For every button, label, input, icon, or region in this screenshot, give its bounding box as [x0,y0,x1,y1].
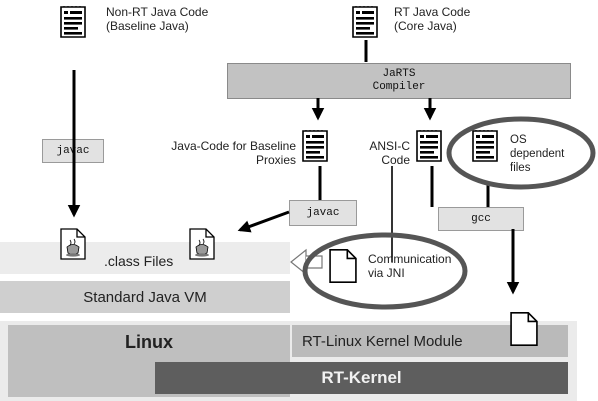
jni-highlight [302,232,468,310]
linux-label-area: Linux [8,325,290,359]
proxies-line1: Java-Code for Baseline [171,139,296,153]
standard-java-vm-band: Standard Java VM [0,281,290,313]
ansi-c-line2: Code [381,153,410,167]
non-rt-source-label: Non-RT Java Code (Baseline Java) [106,5,208,33]
gcc-box: gcc [438,207,524,231]
rt-subtitle: (Core Java) [394,19,457,33]
rt-linux-kernel-module-label: RT-Linux Kernel Module [302,332,463,350]
rt-kernel-label: RT-Kernel [321,368,402,387]
os-dependent-label: OS dependent files [510,133,564,175]
javac-mid-box: javac [289,200,357,226]
jni-label: Communication via JNI [368,252,451,280]
os-files-highlight [446,116,596,190]
compiler-label-line2: Compiler [372,81,426,93]
rt-kernel-band: RT-Kernel [155,362,568,394]
ansi-c-doc-icon [416,130,442,162]
rt-source-doc-icon [352,6,378,38]
class-file-icon-left [60,228,86,260]
proxies-label: Java-Code for Baseline Proxies [140,139,296,167]
arrow-proxies-to-class [237,210,290,233]
non-rt-title: Non-RT Java Code [106,5,209,19]
rt-source-label: RT Java Code (Core Java) [394,5,470,33]
jarts-compiler-box: JaRTS Compiler [227,63,571,99]
standard-java-vm-label: Standard Java VM [83,288,207,306]
class-file-icon-right [189,228,215,260]
os-line3: files [510,162,531,174]
gcc-label: gcc [471,213,491,225]
ansi-c-line1: ANSI-C [369,139,410,153]
non-rt-subtitle: (Baseline Java) [106,19,189,33]
jni-line1: Communication [368,252,452,266]
class-files-label: .class Files [104,253,174,269]
jni-line2: via JNI [368,266,405,280]
javac-mid-label: javac [306,207,340,219]
rt-title: RT Java Code [394,5,471,19]
proxies-doc-icon [302,130,328,162]
kernel-module-doc-icon [510,312,538,346]
jni-doc-icon [329,249,357,283]
non-rt-source-doc-icon [60,6,86,38]
ansi-c-label: ANSI-C Code [354,139,410,167]
os-line2: dependent [510,148,565,160]
linux-label: Linux [125,331,173,352]
proxies-line2: Proxies [255,153,296,167]
os-line1: OS [510,134,527,146]
class-files-band [0,242,290,274]
compiler-label-line1: JaRTS [382,68,416,80]
os-files-doc-icon [472,130,498,162]
